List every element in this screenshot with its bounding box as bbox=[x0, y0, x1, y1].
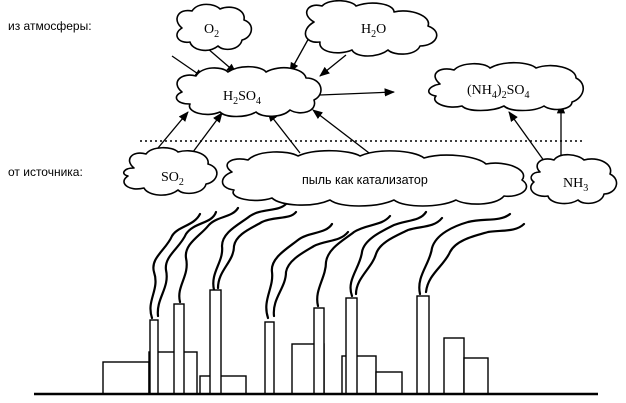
factory bbox=[102, 289, 489, 395]
o2-label: O2 bbox=[204, 22, 219, 40]
so2-cloud: SO2 bbox=[122, 146, 218, 196]
arrow-h2o-to-h2so4-2 bbox=[319, 54, 347, 77]
smoke-plume-1 bbox=[149, 212, 202, 320]
smoke-plume-7b bbox=[424, 222, 526, 294]
building-8 bbox=[463, 357, 489, 395]
chimney-5 bbox=[313, 307, 325, 395]
arrow-h2so4-to-product bbox=[319, 88, 396, 97]
smoke-plume-5 bbox=[316, 214, 392, 308]
h2so4-cloud: H2SO4 bbox=[175, 65, 322, 118]
building-1 bbox=[102, 361, 150, 395]
smoke-plume-1b bbox=[156, 210, 218, 318]
chimney-3 bbox=[209, 289, 222, 395]
chimney-7 bbox=[416, 295, 430, 395]
smoke-plume-4b bbox=[272, 230, 350, 318]
o2-cloud: O2 bbox=[176, 3, 253, 52]
chimney-1 bbox=[149, 319, 159, 395]
arrow-dust-to-h2so4 bbox=[267, 111, 301, 154]
dust-label: пыль как катализатор bbox=[302, 173, 428, 187]
smoke-plume-6 bbox=[349, 210, 428, 298]
arrow-nh3-to-product bbox=[508, 111, 548, 166]
arrow-h2o-to-h2so4 bbox=[289, 35, 311, 73]
h2o-cloud: H2O bbox=[304, 0, 438, 57]
h2o-label: H2O bbox=[361, 22, 386, 40]
smoke-plume-2 bbox=[178, 206, 240, 304]
building-3 bbox=[199, 375, 247, 395]
ammonium-sulfate-label: (NH4)2SO4 bbox=[467, 83, 529, 101]
building-6 bbox=[375, 371, 403, 395]
chimney-6 bbox=[345, 297, 358, 395]
smoke-plumes bbox=[149, 202, 526, 320]
building-7 bbox=[443, 337, 465, 395]
atmosphere-caption: из атмосферы: bbox=[8, 19, 92, 33]
nh3-label: NH3 bbox=[563, 176, 588, 194]
arrow-dust-to-h2so4-2 bbox=[312, 109, 374, 157]
chimney-2 bbox=[173, 303, 185, 395]
arrow-so2-to-h2so4 bbox=[152, 111, 189, 155]
so2-label: SO2 bbox=[161, 170, 184, 188]
ammonium-sulfate-cloud: (NH4)2SO4 bbox=[428, 61, 584, 112]
arrow-o2-to-h2so4 bbox=[206, 47, 237, 74]
smoke-plume-3 bbox=[212, 202, 288, 292]
nh3-cloud: NH3 bbox=[530, 153, 618, 205]
chimney-4 bbox=[264, 321, 275, 395]
smoke-plume-7 bbox=[418, 212, 512, 296]
smoke-plume-4 bbox=[265, 222, 334, 320]
dust-cloud: пыль как катализатор bbox=[221, 149, 528, 207]
smoke-plume-6b bbox=[354, 216, 444, 296]
source-caption: от источника: bbox=[8, 165, 83, 179]
h2so4-label: H2SO4 bbox=[223, 89, 261, 107]
smoke-plume-3b bbox=[216, 210, 298, 290]
